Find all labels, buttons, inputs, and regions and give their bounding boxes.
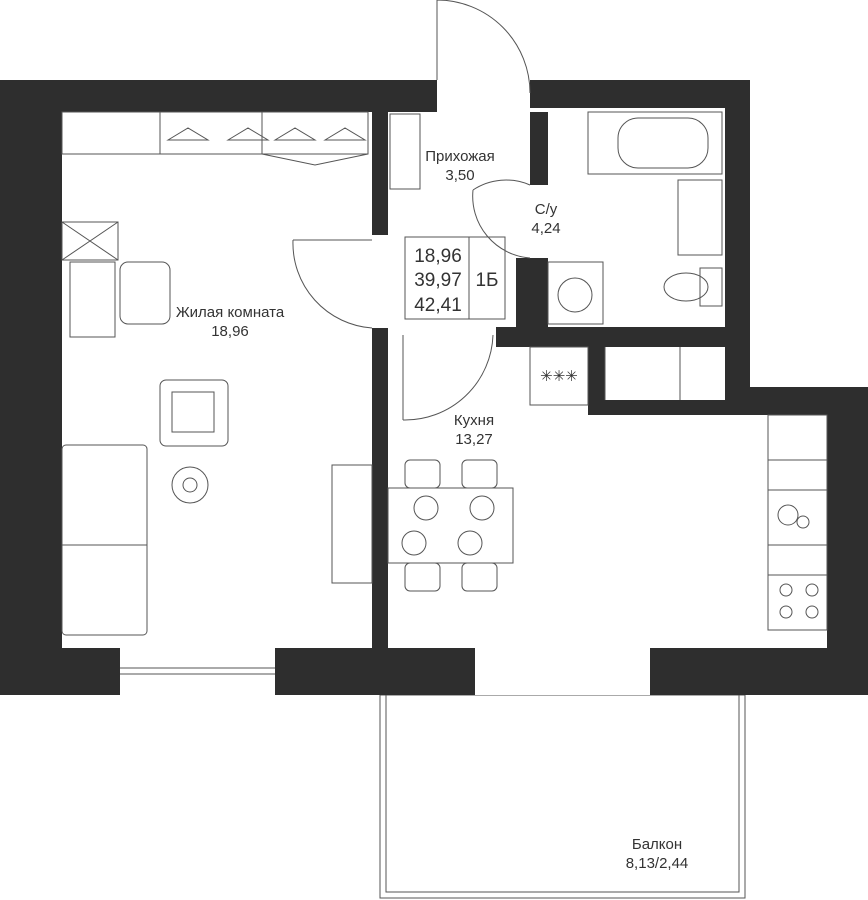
room-name-living: Жилая комната (176, 304, 285, 321)
room-labels: Жилая комната 18,96 Прихожая 3,50 С/у 4,… (176, 148, 688, 872)
walls (0, 80, 868, 695)
doors (292, 0, 531, 421)
living-area: 18,96 (414, 246, 462, 267)
furniture: ✳✳✳ (61, 111, 828, 636)
total-with-balcony: 42,41 (414, 295, 462, 316)
apartment-type: 1Б (475, 270, 498, 291)
windows (120, 347, 725, 695)
room-area-living: 18,96 (211, 323, 249, 340)
room-area-bathroom: 4,24 (531, 220, 560, 237)
room-name-bathroom: С/у (535, 201, 558, 218)
room-area-kitchen: 13,27 (455, 431, 493, 448)
balcony (379, 694, 746, 899)
stove-burners-icon: ✳✳✳ (540, 368, 578, 385)
room-area-hallway: 3,50 (445, 167, 474, 184)
room-name-kitchen: Кухня (454, 412, 494, 429)
apartment-summary: 18,96 39,97 42,41 1Б (404, 236, 506, 320)
room-name-hallway: Прихожая (425, 148, 495, 165)
room-area-balcony: 8,13/2,44 (626, 855, 689, 872)
total-area: 39,97 (414, 270, 462, 291)
room-name-balcony: Балкон (632, 836, 682, 853)
